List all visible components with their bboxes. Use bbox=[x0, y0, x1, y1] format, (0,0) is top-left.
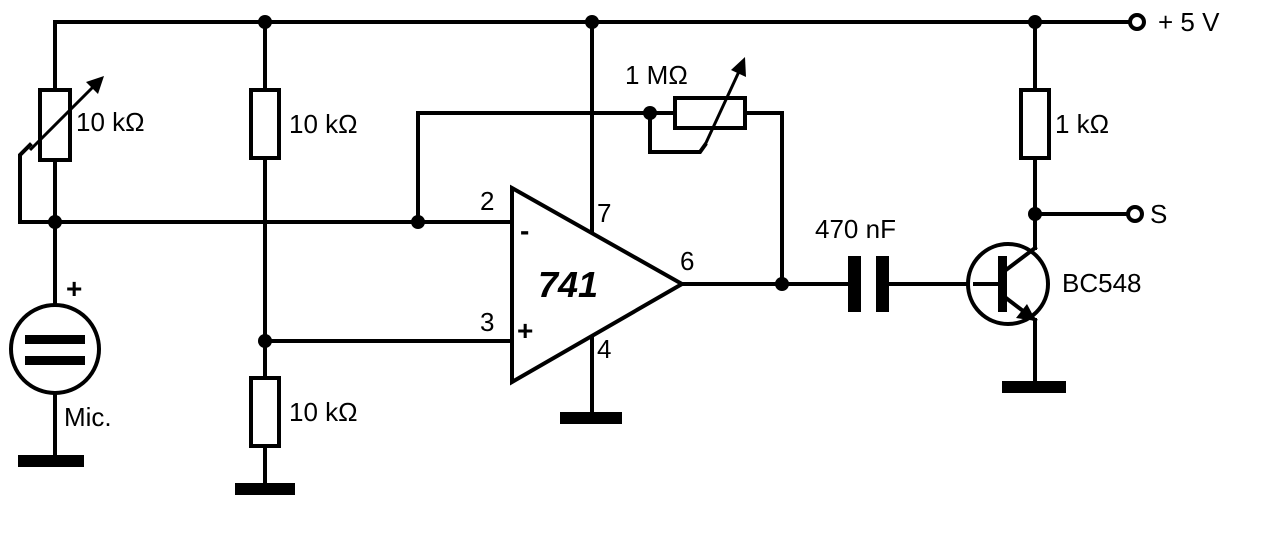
opamp-plus-sign: + bbox=[517, 315, 533, 346]
divider-top-resistor bbox=[249, 88, 281, 160]
junction-dot bbox=[48, 215, 62, 229]
transistor-base-bar bbox=[998, 256, 1007, 312]
microphone-plate-bottom bbox=[25, 356, 85, 365]
capacitor-label: 470 nF bbox=[815, 214, 896, 244]
pin-2-label: 2 bbox=[480, 186, 494, 216]
opamp-name: 741 bbox=[538, 264, 598, 305]
wires bbox=[18, 20, 1132, 489]
microphone-circle bbox=[9, 303, 101, 395]
collector-resistor bbox=[1019, 88, 1051, 160]
junction-dot bbox=[585, 15, 599, 29]
junction-dot bbox=[643, 106, 657, 120]
microphone bbox=[9, 303, 101, 395]
transistor-bc548 bbox=[966, 242, 1050, 326]
transistor-emitter-arrow bbox=[1016, 304, 1036, 321]
ground-symbol-opamp bbox=[560, 412, 622, 424]
junction-dot bbox=[411, 215, 425, 229]
supply-terminal bbox=[1128, 13, 1146, 31]
pin-6-label: 6 bbox=[680, 246, 694, 276]
ground-symbol-transistor bbox=[1002, 381, 1066, 393]
capacitor-plate-right bbox=[876, 256, 889, 312]
junction-dot bbox=[258, 334, 272, 348]
junction-dot bbox=[1028, 207, 1042, 221]
opamp-minus-sign: - bbox=[520, 215, 529, 246]
divider-bottom-label: 10 kΩ bbox=[289, 397, 358, 427]
wire-feedback-right bbox=[743, 111, 784, 286]
divider-bottom-resistor bbox=[249, 376, 281, 448]
capacitor-plate-left bbox=[848, 256, 861, 312]
collector-resistor-label: 1 kΩ bbox=[1055, 109, 1109, 139]
junctions bbox=[48, 15, 1042, 348]
mic-plus-label: + bbox=[66, 273, 82, 304]
pin-7-label: 7 bbox=[597, 198, 611, 228]
trimmer-arrow-line bbox=[28, 78, 102, 152]
trimmer-resistor bbox=[28, 76, 104, 162]
divider-top-label: 10 kΩ bbox=[289, 109, 358, 139]
microphone-plate-top bbox=[25, 335, 85, 344]
wire-trimmer-wiper bbox=[18, 142, 57, 224]
trimmer-arrow-head bbox=[86, 76, 104, 94]
output-label: S bbox=[1150, 199, 1167, 229]
wire-pot-wiper bbox=[648, 111, 708, 154]
wire-feedback-left bbox=[416, 111, 677, 224]
junction-dot bbox=[775, 277, 789, 291]
output-terminal bbox=[1126, 205, 1144, 223]
opamp-741: 741 - + 2 3 7 4 6 bbox=[480, 184, 694, 386]
transistor-collector-lead bbox=[1003, 245, 1038, 273]
opamp-triangle bbox=[510, 184, 687, 386]
feedback-pot-body bbox=[673, 96, 747, 130]
ground-symbol-divider bbox=[235, 483, 295, 495]
trimmer-resistor-body bbox=[38, 88, 72, 162]
pin-3-label: 3 bbox=[480, 307, 494, 337]
transistor-label: BC548 bbox=[1062, 268, 1142, 298]
junction-dot bbox=[1028, 15, 1042, 29]
trimmer-resistor-label: 10 kΩ bbox=[76, 107, 145, 137]
junction-dot bbox=[258, 15, 272, 29]
mic-label: Mic. bbox=[64, 402, 112, 432]
transistor-circle bbox=[966, 242, 1050, 326]
ground-symbol-mic bbox=[18, 455, 84, 467]
pin-4-label: 4 bbox=[597, 334, 611, 364]
capacitor bbox=[848, 256, 889, 312]
feedback-pot-arrow-head bbox=[731, 57, 746, 77]
feedback-potentiometer bbox=[673, 57, 747, 146]
supply-label: + 5 V bbox=[1158, 7, 1220, 37]
feedback-pot-arrow-line bbox=[703, 64, 744, 146]
feedback-pot-label: 1 MΩ bbox=[625, 60, 688, 90]
